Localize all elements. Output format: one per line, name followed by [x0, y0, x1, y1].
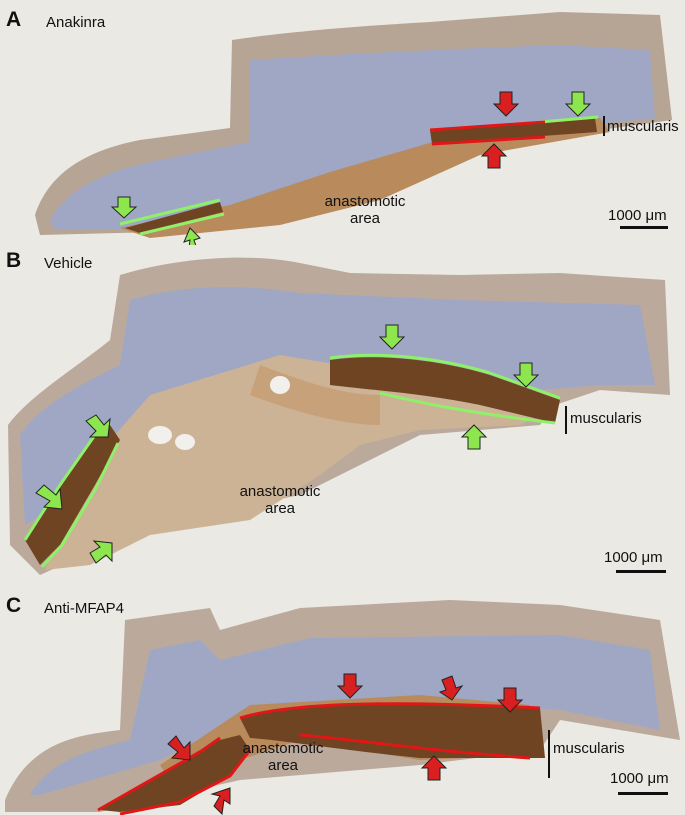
- green-arrow-icon: [460, 424, 488, 450]
- muscle-band-left: [125, 202, 223, 233]
- green-outline: [40, 442, 120, 569]
- green-arrow-icon: [564, 91, 592, 117]
- panel-title: Anti-MFAP4: [44, 600, 125, 617]
- muscularis-tick: [603, 116, 605, 136]
- green-arrow-icon: [89, 540, 113, 564]
- tissue-section-a: [35, 12, 672, 245]
- red-arrow-icon: [167, 735, 191, 761]
- red-outline: [119, 749, 252, 815]
- green-arrow-icon: [183, 227, 201, 245]
- lumen-hole: [148, 426, 172, 444]
- red-outline: [97, 736, 221, 812]
- scale-bar-label: 1000 μm: [610, 770, 669, 787]
- red-arrow-icon: [336, 673, 364, 699]
- green-outline: [379, 391, 556, 425]
- red-outline: [429, 120, 546, 132]
- tissue-section-c: [5, 600, 680, 815]
- green-outline: [329, 353, 561, 400]
- submucosa-region: [45, 355, 540, 570]
- panel-letter: A: [6, 8, 22, 31]
- green-outline: [139, 212, 225, 236]
- scale-bar: [616, 570, 666, 573]
- muscle-band-right: [240, 703, 545, 758]
- muscularis-label: muscularis: [570, 410, 642, 427]
- red-outline: [239, 702, 541, 720]
- green-outline: [539, 115, 599, 124]
- scale-bar-label: 1000 μm: [604, 549, 663, 566]
- green-arrow-icon: [512, 362, 540, 388]
- green-outline: [119, 198, 221, 226]
- panel-letter: C: [6, 594, 22, 617]
- scale-bar-label: 1000 μm: [608, 207, 667, 224]
- scale-bar: [620, 226, 668, 229]
- green-arrow-icon: [35, 484, 63, 510]
- red-arrow-icon: [438, 675, 464, 701]
- red-arrow-icon: [492, 91, 520, 117]
- muscularis-label: muscularis: [553, 740, 625, 757]
- red-arrow-icon: [210, 787, 231, 815]
- muscularis-tick: [548, 730, 550, 778]
- green-arrow-icon: [110, 196, 138, 219]
- red-outline: [299, 733, 531, 760]
- muscle-band-right: [330, 357, 560, 423]
- green-arrow-icon: [378, 324, 406, 350]
- muscularis-label: muscularis: [607, 118, 679, 135]
- lumen-hole: [175, 434, 195, 450]
- muscle-band-left: [100, 735, 250, 812]
- mucosa-region: [20, 287, 655, 525]
- muscle-band-right: [430, 118, 597, 144]
- scale-bar: [618, 792, 668, 795]
- muscularis-tick: [565, 406, 567, 434]
- red-arrow-icon: [420, 755, 448, 781]
- panel-letter: B: [6, 249, 22, 272]
- mucosa-region: [50, 45, 655, 230]
- red-arrow-icon: [480, 143, 508, 169]
- submucosa-region: [120, 118, 610, 238]
- lumen-hole: [270, 376, 290, 394]
- mucosa-region: [30, 635, 660, 795]
- green-arrow-icon: [85, 414, 111, 438]
- panel-title: Vehicle: [44, 255, 93, 272]
- red-arrow-icon: [496, 687, 524, 713]
- tissue-section-b: [8, 257, 670, 575]
- red-outline: [431, 135, 546, 146]
- panel-title: Anakinra: [46, 14, 106, 31]
- muscle-band-left: [25, 425, 120, 565]
